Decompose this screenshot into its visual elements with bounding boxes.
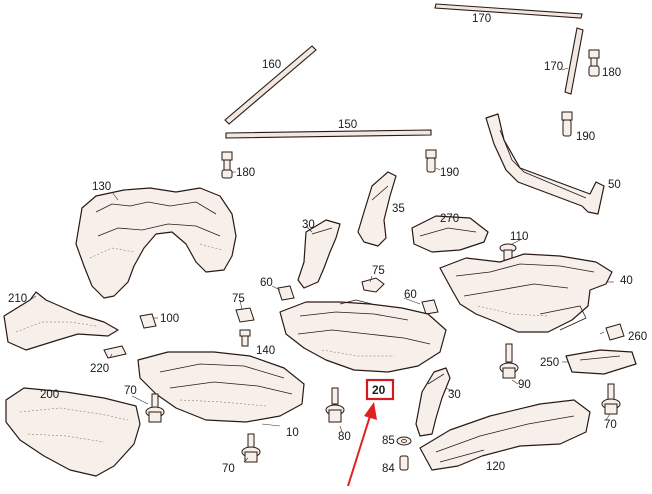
- callout-160: 160: [262, 59, 281, 71]
- bolt-190-right[interactable]: [561, 111, 573, 137]
- callout-35: 35: [392, 203, 405, 215]
- callout-110: 110: [510, 231, 528, 243]
- callout-260: 260: [628, 331, 647, 343]
- bolt-110[interactable]: [499, 243, 517, 261]
- bracket-50[interactable]: [485, 113, 605, 215]
- seal-strip-220[interactable]: [103, 345, 127, 359]
- callout-30-lower: 30: [448, 389, 461, 401]
- callout-60-right: 60: [404, 289, 417, 301]
- highlight-label: 20: [372, 383, 386, 397]
- clip-75-left[interactable]: [235, 307, 255, 323]
- callout-180-left: 180: [236, 167, 255, 179]
- callout-60-upper: 60: [260, 277, 273, 289]
- panel-270[interactable]: [411, 215, 489, 253]
- bolt-70-left[interactable]: [145, 393, 165, 423]
- rod-160[interactable]: [224, 45, 317, 125]
- bolt-190-center[interactable]: [425, 149, 437, 173]
- clip-60-upper[interactable]: [277, 285, 295, 301]
- center-shield-20[interactable]: [279, 299, 447, 373]
- bracket-250[interactable]: [565, 349, 637, 375]
- rod-170-vertical[interactable]: [564, 27, 584, 95]
- bolt-90[interactable]: [499, 343, 519, 379]
- callout-80: 80: [338, 431, 351, 443]
- callout-70-right: 70: [604, 419, 617, 431]
- callout-100: 100: [160, 313, 179, 325]
- callout-150: 150: [338, 119, 357, 131]
- rod-150[interactable]: [225, 129, 432, 139]
- callout-75-left: 75: [232, 293, 245, 305]
- highlight-callout-20[interactable]: 20: [365, 378, 395, 401]
- callout-30-upper: 30: [302, 219, 315, 231]
- air-duct-30-upper[interactable]: [297, 219, 341, 289]
- bolt-84[interactable]: [399, 455, 409, 471]
- callout-140: 140: [256, 345, 275, 357]
- callout-190-right: 190: [576, 131, 595, 143]
- underbody-tray-40[interactable]: [439, 253, 613, 333]
- clip-100[interactable]: [139, 313, 157, 329]
- leader-lines: [29, 67, 614, 463]
- bolt-140[interactable]: [239, 329, 251, 347]
- callout-200: 200: [40, 389, 59, 401]
- underfloor-panel-200[interactable]: [5, 387, 141, 477]
- bolt-80[interactable]: [325, 387, 345, 423]
- callout-250: 250: [540, 357, 559, 369]
- callout-170-top: 170: [472, 13, 491, 25]
- callout-50: 50: [608, 179, 621, 191]
- air-duct-35[interactable]: [357, 171, 397, 247]
- callout-120: 120: [486, 461, 505, 473]
- callout-70-bottom: 70: [222, 463, 235, 475]
- washer-85[interactable]: [396, 436, 412, 446]
- callout-190-center: 190: [440, 167, 459, 179]
- callout-85: 85: [382, 435, 395, 447]
- red-pointer-arrow: [347, 402, 377, 487]
- callout-130: 130: [92, 181, 111, 193]
- callout-70-left: 70: [124, 385, 137, 397]
- clip-75-upper[interactable]: [361, 277, 385, 293]
- callout-labels: 170 170 180 160 150 190 180 190 50 130 3…: [8, 13, 647, 475]
- air-duct-30-lower[interactable]: [415, 367, 451, 437]
- clip-60-right[interactable]: [421, 299, 439, 315]
- callout-210: 210: [8, 293, 27, 305]
- side-panel-210[interactable]: [3, 291, 119, 351]
- rod-170-top[interactable]: [434, 3, 583, 19]
- bolt-180-left[interactable]: [221, 151, 233, 179]
- callout-90: 90: [518, 379, 531, 391]
- air-duct-120[interactable]: [419, 399, 591, 471]
- callout-10: 10: [286, 427, 299, 439]
- callout-270: 270: [440, 213, 459, 225]
- clip-260[interactable]: [605, 323, 625, 341]
- bolt-70-bottom[interactable]: [241, 433, 261, 463]
- callout-84: 84: [382, 463, 395, 475]
- callout-75-upper: 75: [372, 265, 385, 277]
- bolt-70-right[interactable]: [601, 383, 621, 415]
- callout-180-top: 180: [602, 67, 621, 79]
- bolt-180-top[interactable]: [588, 49, 600, 77]
- lower-shield-10[interactable]: [137, 351, 305, 423]
- engine-shield-130[interactable]: [75, 187, 237, 299]
- callout-220: 220: [90, 363, 109, 375]
- callout-40: 40: [620, 275, 633, 287]
- callout-170-right: 170: [544, 61, 563, 73]
